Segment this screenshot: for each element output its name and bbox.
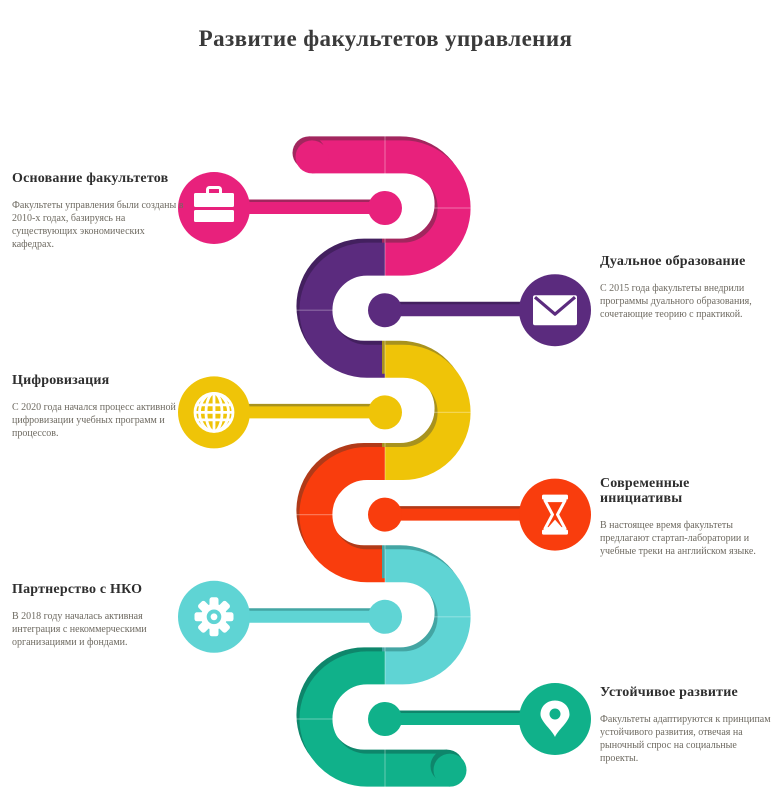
hourglass-icon	[542, 494, 568, 535]
milestone-block: Цифровизация С 2020 года начался процесс…	[12, 373, 184, 440]
snake-segment	[382, 340, 471, 480]
snake-segment	[309, 136, 471, 276]
globe-icon	[193, 391, 235, 433]
milestone-description: С 2020 года начался процесс активной циф…	[12, 402, 176, 440]
milestone-icon-circle	[178, 172, 250, 244]
milestone-block: Дуальное образование С 2015 года факульт…	[600, 254, 771, 321]
pin-icon	[540, 700, 570, 737]
snake-end-cap	[430, 749, 467, 787]
milestone-title: Основание факультетов	[12, 171, 169, 186]
milestone-node-dot	[368, 191, 402, 225]
envelope-icon	[533, 295, 577, 326]
snake-segment	[296, 443, 385, 583]
milestone-title: Цифровизация	[12, 373, 110, 388]
milestone-node-dot	[368, 395, 402, 430]
milestone-icon-circle	[519, 478, 591, 551]
milestone-node-dot	[368, 599, 402, 634]
snake-segment	[296, 238, 385, 378]
snake-segment	[382, 545, 471, 685]
milestone-title: Устойчивое развитие	[600, 685, 738, 700]
milestone-connector	[368, 478, 591, 551]
milestone-block: Устойчивое развитие Факультеты адаптирую…	[600, 685, 771, 765]
milestone-title: Партнерство с НКО	[12, 582, 143, 597]
milestone-title: Дуальное образование	[600, 254, 746, 269]
milestone-connector	[368, 683, 591, 755]
briefcase-icon	[194, 186, 234, 222]
milestone-block: Основание факультетов Факультеты управле…	[12, 171, 184, 251]
snake-segment	[296, 647, 450, 787]
milestone-connector	[368, 274, 591, 347]
page-title: Развитие факультетов управления	[198, 26, 573, 51]
snake-start-cap	[292, 136, 329, 174]
milestone-description: В настоящее время факультеты предлагают …	[600, 520, 756, 558]
milestone-description: В 2018 году началась активная интеграция…	[12, 611, 147, 649]
milestone-node-dot	[368, 497, 402, 532]
gear-icon	[194, 597, 234, 637]
milestone-block: Партнерство с НКО В 2018 году началась а…	[12, 582, 184, 649]
milestone-title: Современные инициативы	[600, 476, 690, 507]
milestone-connector	[178, 580, 402, 653]
milestone-description: Факультеты управления были созданы в 201…	[12, 200, 184, 251]
milestone-description: Факультеты адаптируются к принципам усто…	[600, 714, 771, 765]
milestone-connector	[178, 172, 402, 244]
milestone-block: Современные инициативы В настоящее время…	[600, 476, 771, 558]
milestone-connector	[178, 376, 402, 449]
milestone-node-dot	[368, 293, 402, 328]
milestone-description: С 2015 года факультеты внедрили программ…	[600, 283, 752, 321]
milestone-node-dot	[368, 702, 402, 736]
